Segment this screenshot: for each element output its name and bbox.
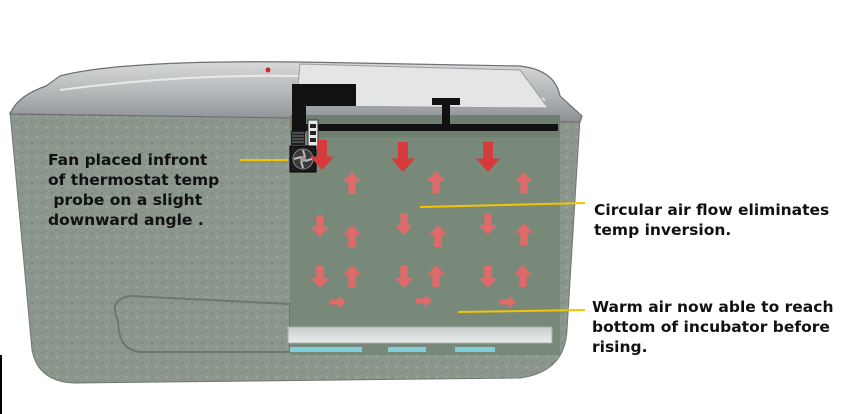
cutaway-interior — [290, 115, 560, 355]
rising-air-arrow — [343, 225, 361, 247]
descending-air-arrow — [311, 266, 329, 288]
rising-air-arrow — [427, 171, 445, 193]
rising-air-arrow — [515, 172, 533, 194]
lateral-air-arrow — [416, 294, 432, 308]
descending-air-arrow — [479, 266, 497, 288]
circular-airflow-note: Circular air flow eliminates temp invers… — [594, 201, 830, 239]
leader-line-circular — [419, 202, 586, 208]
warm-air-note: Warm air now able to reach bottom of inc… — [592, 298, 834, 356]
descending-air-arrow — [311, 215, 329, 237]
rising-air-arrow — [429, 225, 447, 247]
fan-icon — [289, 131, 317, 173]
heater-mount — [432, 98, 460, 105]
leader-line-warm — [457, 309, 586, 313]
heat-down-arrow — [476, 142, 500, 172]
water-channel-3 — [455, 347, 495, 352]
rising-air-arrow — [343, 265, 361, 287]
lateral-air-arrow — [330, 295, 346, 309]
lateral-air-arrow — [500, 295, 516, 309]
rising-air-arrow — [343, 172, 361, 194]
descending-air-arrow — [395, 266, 413, 288]
heater-stem — [442, 104, 450, 126]
water-channel-2 — [388, 347, 426, 352]
heat-down-arrow — [391, 142, 415, 172]
rising-air-arrow — [515, 223, 533, 245]
lid-ridge — [59, 74, 546, 101]
airflow-arrows — [310, 140, 533, 309]
heater-bar — [306, 124, 558, 131]
lid-indicator-light — [265, 67, 271, 73]
rising-air-arrow — [427, 265, 445, 287]
descending-air-arrow — [479, 213, 497, 235]
heat-down-arrow — [310, 140, 334, 170]
egg-tray — [287, 326, 553, 344]
thermostat-housing — [292, 84, 356, 106]
edge-tick — [0, 355, 2, 414]
rising-air-arrow — [514, 265, 532, 287]
thermostat-stem — [292, 104, 306, 132]
fan-placement-note: Fan placed infront of thermostat temp pr… — [48, 151, 220, 229]
descending-air-arrow — [395, 213, 413, 235]
water-channel-1 — [290, 347, 362, 352]
